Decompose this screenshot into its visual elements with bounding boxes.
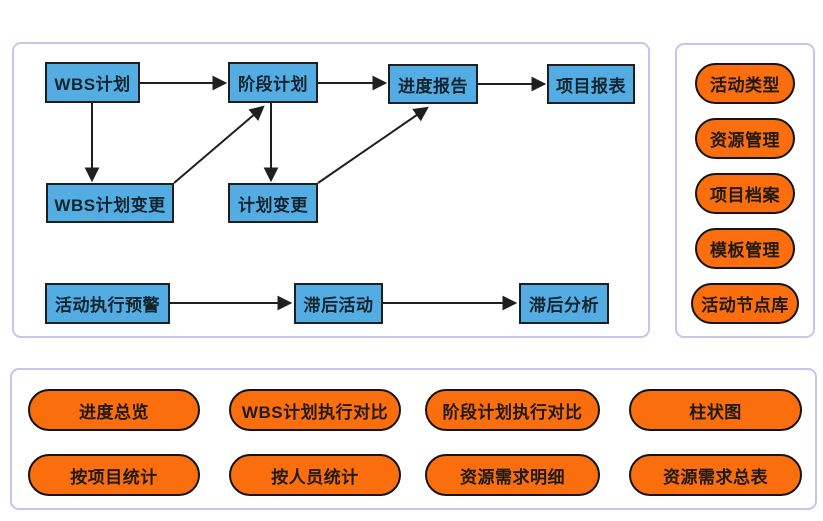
node-wbs-plan-change[interactable]: WBS计划变更	[46, 183, 174, 223]
bottom-item-stats-by-person[interactable]: 按人员统计	[229, 454, 401, 496]
node-activity-exec-warning[interactable]: 活动执行预警	[45, 283, 170, 324]
bottom-item-stage-plan-execution-compare[interactable]: 阶段计划执行对比	[425, 389, 600, 431]
node-plan-change[interactable]: 计划变更	[228, 183, 318, 223]
bottom-item-progress-overview[interactable]: 进度总览	[28, 389, 200, 431]
arrow-wbs-plan-change-to-stage-plan	[173, 105, 265, 184]
side-item-resource-management[interactable]: 资源管理	[695, 118, 795, 159]
node-progress-report[interactable]: 进度报告	[388, 64, 478, 104]
flowchart-panel: WBS计划 阶段计划 进度报告 项目报表 WBS计划变更 计划变更 活动执行预警…	[12, 42, 650, 338]
bottom-item-resource-demand-detail[interactable]: 资源需求明细	[425, 454, 600, 496]
side-item-activity-type[interactable]: 活动类型	[695, 63, 795, 104]
bottom-panel: 进度总览 WBS计划执行对比 阶段计划执行对比 柱状图 按项目统计 按人员统计 …	[10, 368, 817, 510]
node-project-report[interactable]: 项目报表	[547, 64, 635, 104]
bottom-item-bar-chart[interactable]: 柱状图	[629, 389, 802, 431]
node-delay-analysis[interactable]: 滞后分析	[519, 283, 609, 324]
bottom-item-wbs-plan-execution-compare[interactable]: WBS计划执行对比	[229, 389, 401, 431]
node-stage-plan[interactable]: 阶段计划	[228, 62, 318, 103]
side-item-project-archive[interactable]: 项目档案	[695, 173, 795, 214]
bottom-item-resource-demand-summary[interactable]: 资源需求总表	[629, 454, 802, 496]
node-delayed-activity[interactable]: 滞后活动	[294, 283, 383, 324]
side-item-activity-node-library[interactable]: 活动节点库	[691, 283, 799, 324]
side-item-template-management[interactable]: 模板管理	[695, 228, 795, 269]
bottom-item-stats-by-project[interactable]: 按项目统计	[28, 454, 200, 496]
node-wbs-plan[interactable]: WBS计划	[45, 62, 140, 103]
arrow-plan-change-to-progress-report	[317, 106, 429, 184]
side-panel: 活动类型 资源管理 项目档案 模板管理 活动节点库	[675, 43, 815, 338]
